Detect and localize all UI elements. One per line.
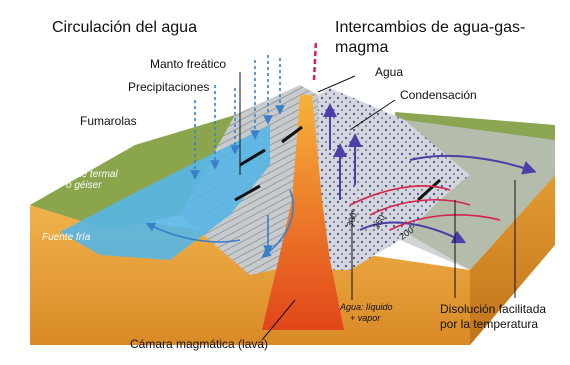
- water-flow-arrows: [145, 189, 294, 258]
- ground-side-face: [470, 175, 555, 345]
- label-manto-freatico: Manto freático: [150, 57, 226, 71]
- title-right-line1: Intercambios de agua-gas-: [335, 19, 525, 36]
- aquifer-water: [60, 125, 270, 260]
- label-disolucion-1: Disolución facilitada: [440, 302, 546, 316]
- isotherm-curves: [349, 185, 501, 231]
- label-precipitaciones: Precipitaciones: [128, 80, 209, 94]
- title-left: Circulación del agua: [52, 19, 197, 36]
- label-camara-magmatica: Cámara magmática (lava): [130, 337, 268, 351]
- leader-lines: [239, 72, 516, 341]
- gas-arrows: [323, 103, 537, 244]
- label-agua: Agua: [375, 65, 403, 79]
- precipitation-arrows: [190, 55, 285, 180]
- label-fuente-termal-1: Fuente termal: [56, 169, 118, 180]
- label-fumarolas: Fumarolas: [80, 114, 137, 128]
- label-fuente-termal-2: o géiser: [66, 180, 102, 191]
- label-disolucion-2: por la temperatura: [440, 317, 538, 331]
- fault-lines: [234, 125, 442, 202]
- label-agua-liquido-2: + vapor: [350, 313, 381, 323]
- title-right-line2: magma: [335, 39, 388, 56]
- label-agua-liquido-1: Agua: líquido: [339, 302, 393, 312]
- magma-conduit-top: [312, 39, 318, 81]
- magma-chamber: [262, 95, 344, 330]
- right-strata: [400, 120, 555, 270]
- label-condensacion: Condensación: [400, 88, 477, 102]
- label-fuente-fria: Fuente fría: [42, 232, 91, 243]
